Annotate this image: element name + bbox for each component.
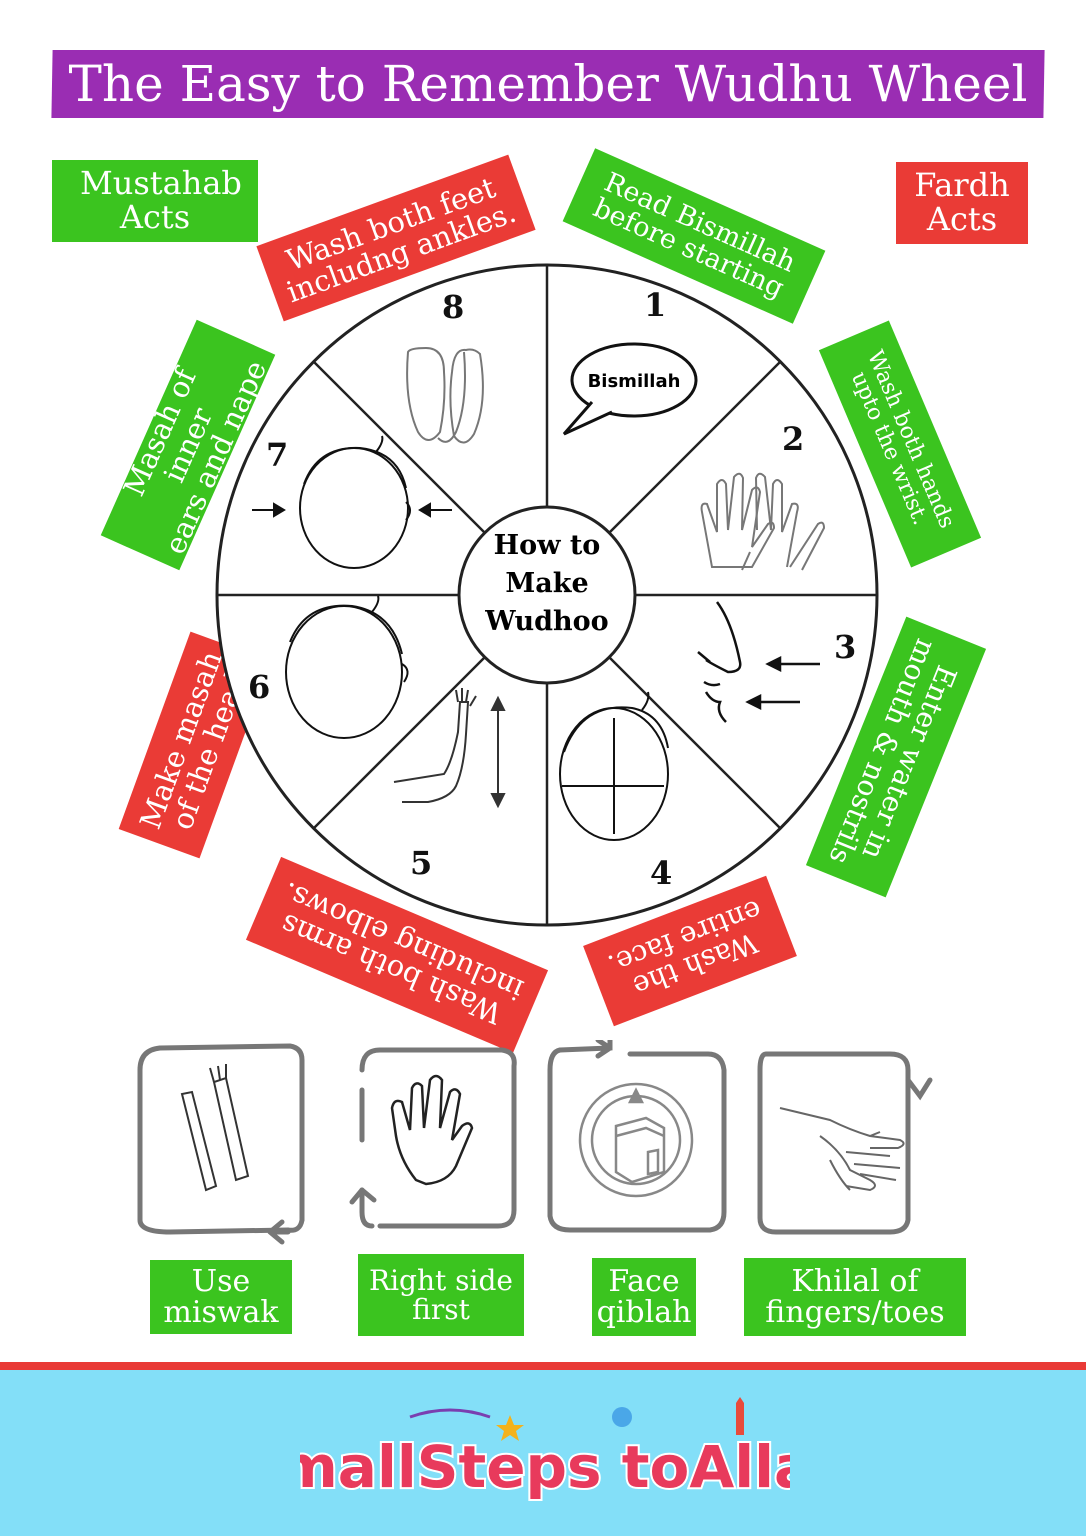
- step-number-8: 8: [442, 288, 464, 326]
- legend-fardh: Fardh Acts: [896, 162, 1028, 244]
- miswak-icon: [180, 1064, 250, 1192]
- step-number-3: 3: [834, 628, 856, 666]
- hands-icon: [700, 472, 826, 571]
- step-number-7: 7: [266, 436, 288, 474]
- center-line-3: Wudhoo: [484, 606, 608, 637]
- footer-band: [0, 1370, 1086, 1536]
- legend-mustahab: Mustahab Acts: [52, 160, 258, 242]
- legend-mustahab-label: Mustahab Acts: [80, 164, 242, 236]
- sunnah-panel: [137, 1040, 933, 1245]
- step-number-5: 5: [410, 844, 432, 882]
- step-number-4: 4: [650, 854, 672, 892]
- wheel-center: [457, 505, 637, 685]
- arm-icon: [393, 688, 506, 809]
- center-line-1: How to: [494, 530, 601, 561]
- sunnah-qiblah-line-2: qiblah: [596, 1295, 692, 1330]
- bubble-text: Bismillah: [588, 371, 681, 392]
- sunnah-miswak-line-2: miswak: [163, 1295, 279, 1330]
- face-wash-icon: [559, 691, 669, 841]
- sunnah-qiblah-line-1: Face: [608, 1263, 680, 1299]
- wudhu-wheel: How to Make Wudhoo 1 2 3 4 5 6 7 8 Bismi…: [215, 263, 879, 927]
- page-title: The Easy to Remember Wudhu Wheel: [68, 55, 1028, 113]
- hand-icon: [390, 1074, 474, 1186]
- feet-icon: [406, 346, 484, 444]
- head-masah-icon: [285, 595, 409, 739]
- legend-fardh-label: Fardh Acts: [914, 166, 1010, 238]
- sunnah-right-side-line-2: first: [412, 1293, 470, 1326]
- logo-text: SmallSteps toAllah: [300, 1433, 790, 1501]
- nose-mouth-icon: [697, 601, 820, 723]
- ears-masah-icon: [252, 435, 452, 569]
- logo-decoration-icon: [409, 1397, 744, 1441]
- interlaced-fingers-icon: [779, 1107, 905, 1192]
- kaaba-icon: [578, 1082, 694, 1198]
- speech-bubble-icon: Bismillah: [562, 342, 698, 436]
- step-number-2: 2: [782, 420, 804, 458]
- footer-divider: [0, 1362, 1086, 1372]
- sunnah-khilal-line-2: fingers/toes: [765, 1295, 945, 1330]
- brand-logo: SmallSteps toAllah: [300, 1397, 790, 1503]
- sunnah-right-side-line-1: Right side: [369, 1263, 513, 1297]
- step-number-1: 1: [644, 286, 666, 324]
- sunnah-khilal-line-1: Khilal of: [791, 1263, 919, 1299]
- sunnah-miswak-line-1: Use: [191, 1263, 251, 1299]
- center-line-2: Make: [505, 568, 588, 599]
- step-number-6: 6: [248, 668, 270, 706]
